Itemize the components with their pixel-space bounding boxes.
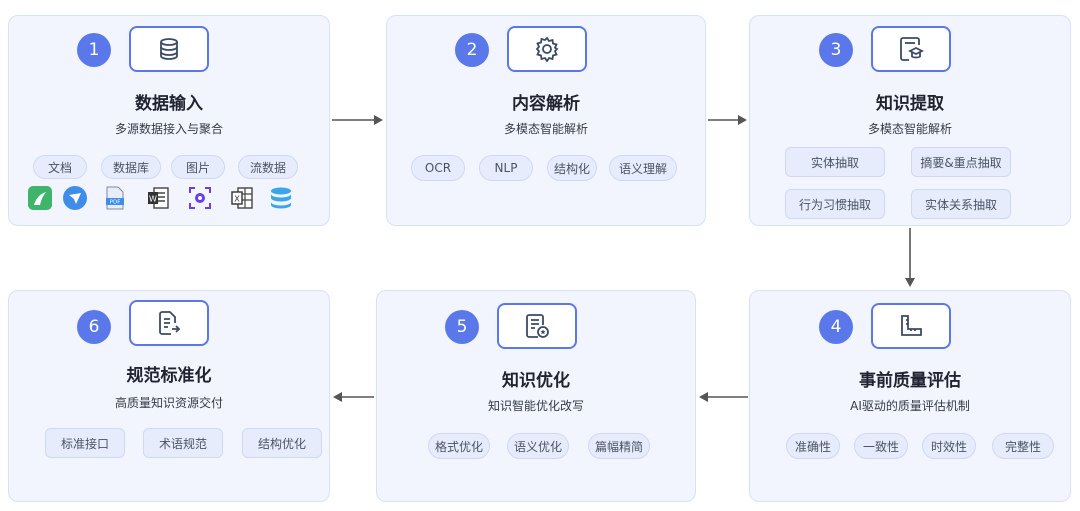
step-number-badge: 6	[77, 310, 111, 344]
tag-accuracy: 准确性	[786, 433, 840, 459]
tag-database: 数据库	[101, 155, 161, 179]
tag-summary-extraction: 摘要&重点抽取	[911, 147, 1011, 177]
step-number-badge: 3	[819, 33, 853, 67]
tag-structured: 结构化	[547, 155, 597, 181]
tag-standard-interface: 标准接口	[45, 428, 125, 458]
flow-arrow-4-to-5	[699, 392, 748, 402]
tag-relation-extraction: 实体关系抽取	[911, 189, 1011, 219]
graduation-cap-icon	[871, 26, 951, 72]
step-subtitle: 多模态智能解析	[867, 122, 952, 136]
step-subtitle: 多源数据接入与聚合	[114, 122, 223, 136]
tag-stream-data: 流数据	[238, 155, 298, 179]
flow-arrow-3-to-4	[905, 228, 915, 287]
step-title: 知识提取	[876, 94, 944, 114]
gear-icon	[507, 26, 587, 72]
ruler-icon	[871, 303, 951, 349]
step-subtitle: 高质量知识资源交付	[114, 396, 223, 410]
svg-text:X: X	[234, 195, 240, 204]
tag-format-optimization: 格式优化	[428, 433, 490, 459]
word-file-icon: W	[146, 186, 170, 210]
step-title: 数据输入	[135, 94, 203, 114]
tag-entity-extraction: 实体抽取	[785, 147, 885, 177]
database-icon	[129, 26, 209, 72]
tag-nlp: NLP	[479, 155, 533, 181]
step-subtitle: AI驱动的质量评估机制	[850, 399, 970, 413]
flow-arrow-5-to-6	[333, 392, 374, 402]
tag-semantic-optimization: 语义优化	[507, 433, 569, 459]
excel-file-icon: X	[230, 186, 254, 210]
database-stack-icon	[269, 186, 293, 210]
document-export-icon	[129, 300, 209, 346]
tag-semantic-understanding: 语义理解	[609, 155, 677, 181]
step-number-badge: 2	[455, 33, 489, 67]
tag-length-reduction: 篇幅精简	[588, 433, 650, 459]
flow-arrow-1-to-2	[332, 115, 383, 125]
tag-structure-optimization: 结构优化	[242, 428, 322, 458]
pdf-file-icon: PDF	[103, 186, 127, 210]
tree-app-icon	[28, 186, 52, 210]
document-badge-icon	[497, 303, 577, 349]
tag-completeness: 完整性	[992, 433, 1054, 459]
step-number-badge: 4	[819, 310, 853, 344]
tag-document: 文档	[33, 155, 87, 179]
step-subtitle: 知识智能优化改写	[487, 399, 584, 413]
tag-ocr: OCR	[411, 155, 465, 181]
screen-capture-icon	[188, 186, 212, 210]
step-number-badge: 1	[77, 33, 111, 67]
step-card-4: 4 事前质量评估 AI驱动的质量评估机制 准确性 一致性 时效性 完整性	[749, 290, 1071, 502]
step-card-1: 1 数据输入 多源数据接入与聚合 文档 数据库 图片 流数据	[8, 15, 330, 226]
svg-text:PDF: PDF	[110, 200, 121, 206]
step-title: 知识优化	[502, 371, 570, 391]
flow-arrow-2-to-3	[708, 115, 747, 125]
step-card-6: 6 规范标准化 高质量知识资源交付 标准接口 术语规范 结构优化	[8, 290, 330, 502]
step-card-2: 2 内容解析 多模态智能解析 OCR NLP 结构化 语义理解	[386, 15, 706, 226]
feishu-app-icon	[63, 186, 87, 210]
step-title: 事前质量评估	[859, 371, 961, 391]
step-card-5: 5 知识优化 知识智能优化改写 格式优化 语义优化 篇幅精简	[376, 290, 696, 502]
step-card-3: 3 知识提取 多模态智能解析 实体抽取 摘要&重点抽取 行为习惯抽取 实体关系抽…	[749, 15, 1071, 226]
tag-consistency: 一致性	[854, 433, 908, 459]
tag-timeliness: 时效性	[922, 433, 976, 459]
step-subtitle: 多模态智能解析	[503, 122, 588, 136]
tag-behavior-extraction: 行为习惯抽取	[785, 189, 885, 219]
step-title: 内容解析	[512, 94, 580, 114]
step-number-badge: 5	[445, 310, 479, 344]
step-title: 规范标准化	[126, 366, 212, 386]
tag-terminology-standard: 术语规范	[143, 428, 223, 458]
svg-text:W: W	[149, 195, 157, 204]
tag-image: 图片	[171, 155, 225, 179]
